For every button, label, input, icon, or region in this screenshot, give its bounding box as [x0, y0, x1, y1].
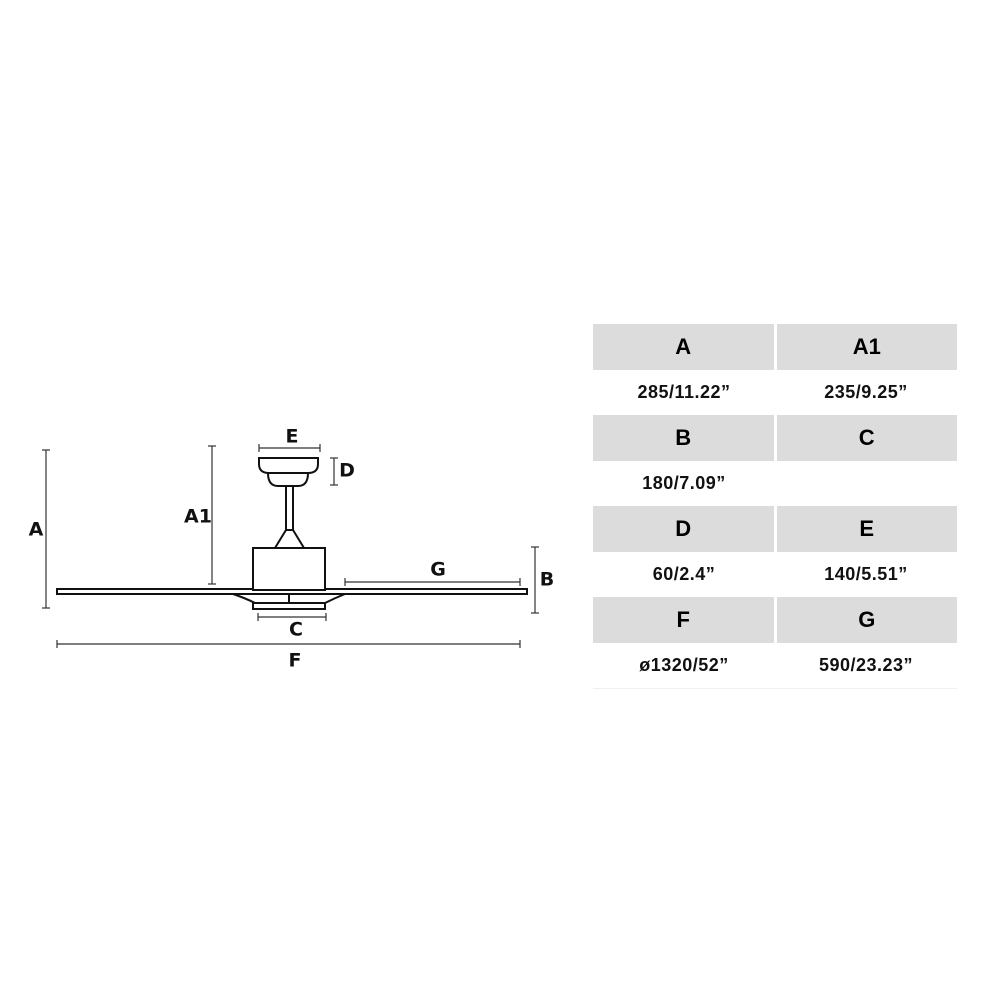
canopy-lower	[266, 472, 310, 487]
dimensions-table: A A1 285/11.22” 235/9.25” B C 180/7.09” …	[593, 324, 957, 689]
label-G: G	[430, 559, 446, 581]
label-C: C	[289, 619, 303, 641]
table-header-row: D E	[593, 506, 957, 552]
header-cell: D	[593, 506, 777, 552]
value-cell	[775, 461, 957, 506]
label-B: B	[540, 569, 554, 591]
table-value-row: ø1320/52” 590/23.23”	[593, 643, 957, 689]
value-cell: ø1320/52”	[593, 643, 775, 689]
dimension-C: C	[257, 613, 327, 641]
table-header-row: A A1	[593, 324, 957, 370]
motor-housing	[252, 547, 326, 591]
dimension-F: F	[56, 640, 521, 672]
table-header-row: B C	[593, 415, 957, 461]
dimension-D: D	[330, 457, 355, 486]
canopy	[258, 457, 319, 474]
label-E: E	[286, 426, 299, 448]
header-cell: G	[775, 597, 957, 643]
header-cell: E	[775, 506, 957, 552]
label-F: F	[289, 650, 302, 672]
value-cell: 180/7.09”	[642, 473, 726, 493]
header-cell: C	[775, 415, 957, 461]
dimension-G: G	[344, 559, 521, 586]
header-cell: F	[593, 597, 777, 643]
header-cell: A1	[775, 324, 957, 370]
yoke	[273, 529, 306, 549]
label-A: A	[29, 519, 44, 541]
table-header-row: F G	[593, 597, 957, 643]
value-cell: 60/2.4”	[652, 564, 716, 584]
table-value-row: 60/2.4” 140/5.51”	[593, 552, 957, 597]
value-cell: 590/23.23”	[775, 643, 957, 689]
value-cell: 140/5.51”	[824, 564, 908, 584]
light-kit	[252, 602, 326, 610]
table-value-row: 285/11.22” 235/9.25”	[593, 370, 957, 415]
label-D: D	[339, 460, 355, 482]
table-value-row: 180/7.09”	[593, 461, 957, 506]
header-cell: B	[593, 415, 777, 461]
dimension-A1: A1	[184, 445, 216, 585]
header-cell: A	[593, 324, 777, 370]
label-A1: A1	[184, 506, 212, 528]
value-cell: 285/11.22”	[637, 382, 731, 402]
dimension-E: E	[258, 426, 321, 452]
dimension-A: A	[29, 449, 50, 609]
downrod	[285, 485, 294, 531]
value-cell: 235/9.25”	[824, 382, 908, 402]
dimension-B: B	[531, 546, 554, 614]
ceiling-fan-drawing	[56, 457, 528, 610]
